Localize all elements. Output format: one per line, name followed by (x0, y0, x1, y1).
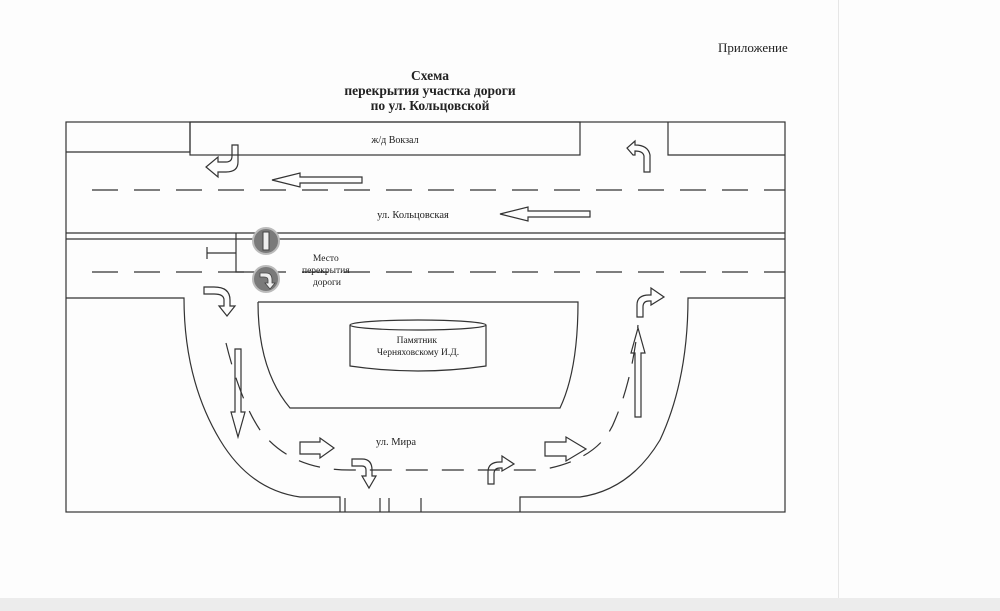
curb-right (519, 297, 785, 512)
arrow-left-icon (499, 206, 591, 222)
turn-right-up-arrow-icon (626, 139, 651, 173)
page-title: Схема перекрытия участка дороги по ул. К… (300, 68, 560, 113)
turn-right-sign-icon (252, 265, 280, 293)
main-street-label: ул. Кольцовская (377, 210, 449, 221)
block-top-right (667, 122, 785, 156)
closure-label-line-1: Место (313, 254, 339, 264)
arrow-down-icon (230, 348, 246, 440)
title-line-3: по ул. Кольцовской (370, 98, 490, 113)
monument-label-line-1: Памятник (397, 336, 438, 346)
page-edge (838, 0, 839, 611)
lane-marking-loop (225, 324, 639, 471)
turn-left-down-arrow-icon (205, 144, 239, 179)
arrow-up-icon (630, 325, 646, 418)
station-building (189, 121, 581, 156)
closure-line (235, 233, 258, 273)
scheme-frame (65, 121, 786, 513)
turn-down-arrow-icon (203, 286, 237, 317)
arrow-left-icon (271, 172, 363, 188)
closure-label-line-2: перекрытия (302, 266, 350, 276)
no-entry-sign-icon (252, 227, 280, 255)
arrow-right-icon (544, 435, 588, 463)
monument (349, 319, 487, 372)
central-island (257, 301, 579, 409)
arrow-right-icon (299, 436, 336, 460)
monument-label-line-2: Черняховскому И.Д. (377, 348, 459, 358)
turn-down-arrow-icon (351, 458, 378, 490)
monument-label: Памятник Черняховскому И.Д. (377, 336, 459, 358)
page-edge-bottom (0, 598, 1000, 611)
curb-left (66, 297, 341, 512)
closure-label-line-3: дороги (313, 278, 341, 288)
title-line-1: Схема (410, 68, 449, 83)
station-label: ж/д Вокзал (370, 135, 418, 146)
block-top-left (66, 122, 191, 153)
turn-right-up-arrow-icon (636, 286, 666, 318)
side-street-label: ул. Мира (376, 437, 416, 448)
closure-place-label: Место перекрытия дороги (302, 254, 352, 288)
turn-right-arrow-icon (487, 454, 516, 485)
title-line-2: перекрытия участка дороги (344, 83, 516, 98)
appendix-label: Приложение (718, 40, 788, 55)
